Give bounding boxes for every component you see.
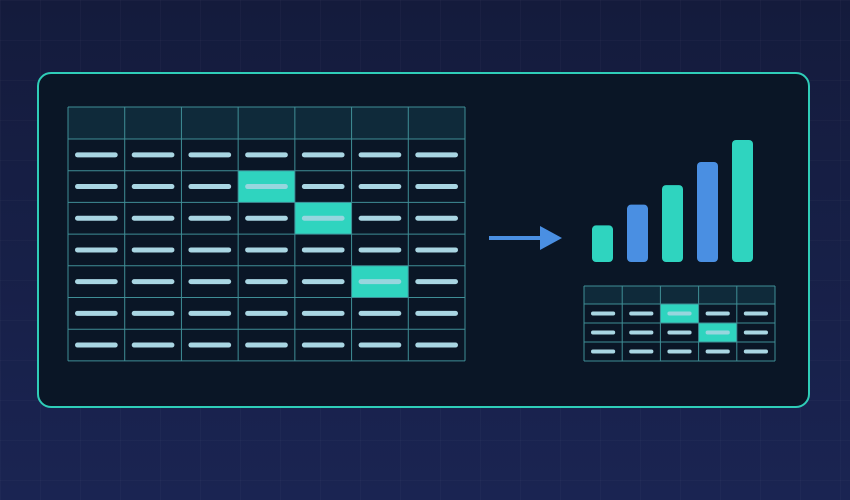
large-table-cell-placeholder xyxy=(188,184,232,190)
chart-bar xyxy=(627,204,648,262)
large-table-cell-placeholder xyxy=(131,342,175,348)
large-table-cell-placeholder xyxy=(301,310,345,316)
large-table-cell-placeholder xyxy=(245,247,288,253)
large-table-header-row xyxy=(68,107,465,139)
small-table-cell-placeholder xyxy=(629,349,654,354)
large-table-cell-placeholder xyxy=(75,247,118,253)
large-table-cell-placeholder xyxy=(245,279,288,285)
large-table-cell-placeholder xyxy=(245,184,288,190)
large-table-cell-placeholder xyxy=(75,152,118,158)
small-table-cell-placeholder xyxy=(591,311,616,316)
bar-chart-icon xyxy=(592,140,753,262)
large-table-cell-placeholder xyxy=(415,279,458,285)
large-table-cell-placeholder xyxy=(415,184,458,190)
large-table-cell-placeholder xyxy=(415,310,458,316)
small-table-cell-placeholder xyxy=(629,311,654,316)
large-table-cell-placeholder xyxy=(301,152,345,158)
small-table-cell-placeholder xyxy=(591,330,616,335)
large-table-cell-placeholder xyxy=(75,342,118,348)
large-table-cell-placeholder xyxy=(415,215,458,221)
chart-bar xyxy=(697,161,718,262)
small-table-cell-placeholder xyxy=(705,311,730,316)
large-table-cell-placeholder xyxy=(415,247,458,253)
large-table-cell-placeholder xyxy=(301,215,345,221)
chart-bar xyxy=(732,140,753,262)
large-table-cell-placeholder xyxy=(131,184,175,190)
large-table-cell-placeholder xyxy=(188,152,232,158)
large-table-cell-placeholder xyxy=(358,342,402,348)
arrow-right-icon xyxy=(489,226,562,250)
small-table-cell-placeholder xyxy=(591,349,616,354)
large-table-cell-placeholder xyxy=(358,215,402,221)
small-table-cell-placeholder xyxy=(667,330,692,335)
large-table-cell-placeholder xyxy=(188,279,232,285)
small-table-header-row xyxy=(584,286,775,304)
small-table-cell-placeholder xyxy=(705,330,730,335)
large-table-cell-placeholder xyxy=(131,310,175,316)
chart-bar xyxy=(662,185,683,262)
large-table-cell-placeholder xyxy=(358,184,402,190)
large-table-cell-placeholder xyxy=(75,310,118,316)
large-table-cell-placeholder xyxy=(358,279,402,285)
small-table-cell-placeholder xyxy=(705,349,730,354)
large-table-cell-placeholder xyxy=(245,310,288,316)
large-table-cell-placeholder xyxy=(301,279,345,285)
large-table-cell-placeholder xyxy=(75,279,118,285)
large-table-cell-placeholder xyxy=(188,342,232,348)
arrow-head xyxy=(540,226,562,250)
large-table-cell-placeholder xyxy=(245,152,288,158)
large-table-cell-placeholder xyxy=(358,310,402,316)
large-table-cell-placeholder xyxy=(415,152,458,158)
small-table-cell-placeholder xyxy=(667,349,692,354)
large-table-cell-placeholder xyxy=(301,342,345,348)
large-table-cell-placeholder xyxy=(188,310,232,316)
large-table-cell-placeholder xyxy=(245,215,288,221)
large-table-cell-placeholder xyxy=(301,247,345,253)
chart-bar xyxy=(592,225,613,262)
large-table-cell-placeholder xyxy=(301,184,345,190)
small-table-cell-placeholder xyxy=(667,311,692,316)
large-table-cell-placeholder xyxy=(131,279,175,285)
large-table-cell-placeholder xyxy=(75,215,118,221)
large-table-cell-placeholder xyxy=(188,247,232,253)
small-table-cell-placeholder xyxy=(743,349,768,354)
small-table xyxy=(583,285,776,362)
large-table-cell-placeholder xyxy=(188,215,232,221)
large-table-cell-placeholder xyxy=(75,184,118,190)
small-table-cell-placeholder xyxy=(743,330,768,335)
large-table-cell-placeholder xyxy=(131,215,175,221)
large-table-cell-placeholder xyxy=(131,247,175,253)
large-table xyxy=(67,106,466,362)
large-table-cell-placeholder xyxy=(415,342,458,348)
large-table-cell-placeholder xyxy=(358,247,402,253)
small-table-cell-placeholder xyxy=(629,330,654,335)
large-table-cell-placeholder xyxy=(358,152,402,158)
large-table-cell-placeholder xyxy=(245,342,288,348)
small-table-cell-placeholder xyxy=(743,311,768,316)
large-table-cell-placeholder xyxy=(131,152,175,158)
